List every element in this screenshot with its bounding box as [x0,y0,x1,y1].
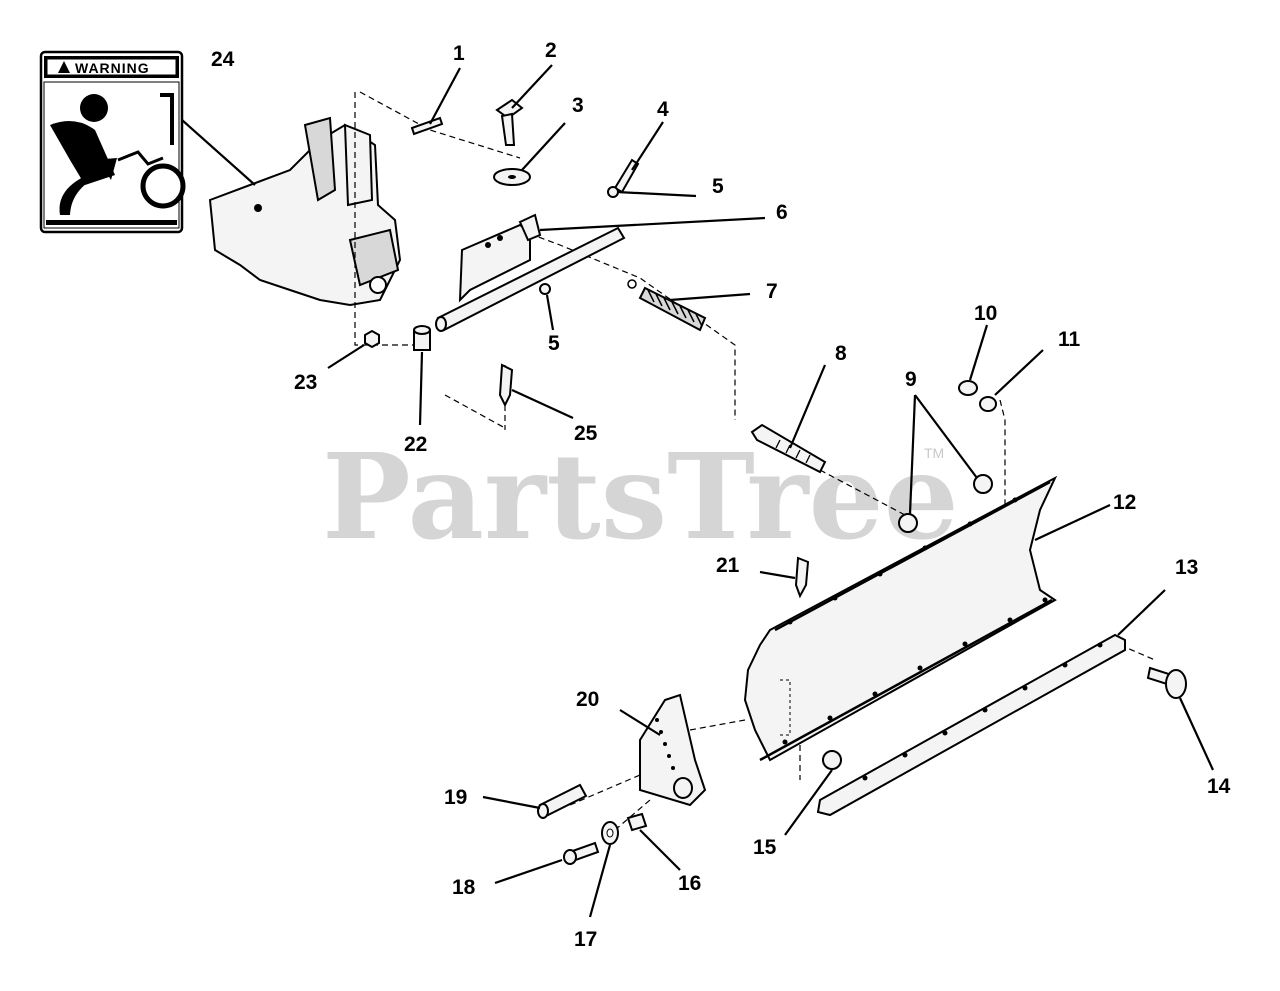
callout-6: 6 [776,201,788,224]
callout-13: 13 [1175,556,1198,579]
spacer-part-22 [413,325,431,351]
callout-12: 12 [1113,491,1136,514]
washer-part-10 [958,380,978,396]
nut-part-9-left [898,513,918,533]
callout-17: 17 [574,928,597,951]
bolt-part-18 [563,841,600,865]
callout-16: 16 [678,872,701,895]
bolt-part-8 [750,423,827,474]
nut-part-5-upper [607,186,619,198]
callout-5b: 5 [548,332,560,355]
callout-1: 1 [453,42,465,65]
watermark-trademark: TM [924,445,944,461]
watermark-text: PartsTree [322,427,959,566]
callout-25: 25 [574,422,598,445]
callout-3: 3 [572,94,584,117]
callout-8: 8 [835,342,847,365]
warning-label-text: WARNING [75,60,150,76]
callout-4: 4 [657,98,669,121]
callout-20: 20 [576,688,599,711]
spacer-part-16 [626,812,648,832]
callout-22: 22 [404,433,427,456]
nut-part-15 [822,750,842,770]
callout-labels: 1 2 3 4 5 5 6 7 8 9 10 11 12 13 14 15 16… [211,39,1231,951]
leader-lines [181,64,1214,918]
callout-23: 23 [294,371,317,394]
callout-10: 10 [974,302,997,325]
callout-19: 19 [444,786,467,809]
moldboard-part-12 [743,475,1058,762]
plow-frame-mount [208,116,402,307]
nut-part-9-right [973,474,993,494]
warning-decal: WARNING [39,50,186,234]
bolt-part-2 [495,98,524,146]
callout-21: 21 [716,554,740,577]
pin-part-1 [410,116,444,136]
washer-part-3 [493,168,531,186]
callout-14: 14 [1207,775,1231,798]
clip-part-25 [498,363,514,408]
skid-shoe-part-20 [639,693,707,807]
cutting-edge-part-13 [816,633,1126,817]
callout-24: 24 [211,48,235,71]
callout-15: 15 [753,836,777,859]
callout-11: 11 [1058,328,1081,351]
nut-part-5-lower [539,283,551,295]
bolt-part-19 [537,783,588,819]
washer-part-11 [979,396,997,412]
clip-part-21 [794,556,810,599]
callout-18: 18 [452,876,476,899]
pivot-bar-part-6 [435,213,626,332]
callout-7: 7 [766,280,778,303]
callout-5a: 5 [712,175,724,198]
nut-part-23 [364,329,380,349]
carriage-bolt-part-14 [1146,666,1187,699]
spring-part-7 [627,279,707,332]
callout-9: 9 [905,368,917,391]
callout-2: 2 [545,39,557,62]
washer-part-17 [601,821,619,845]
